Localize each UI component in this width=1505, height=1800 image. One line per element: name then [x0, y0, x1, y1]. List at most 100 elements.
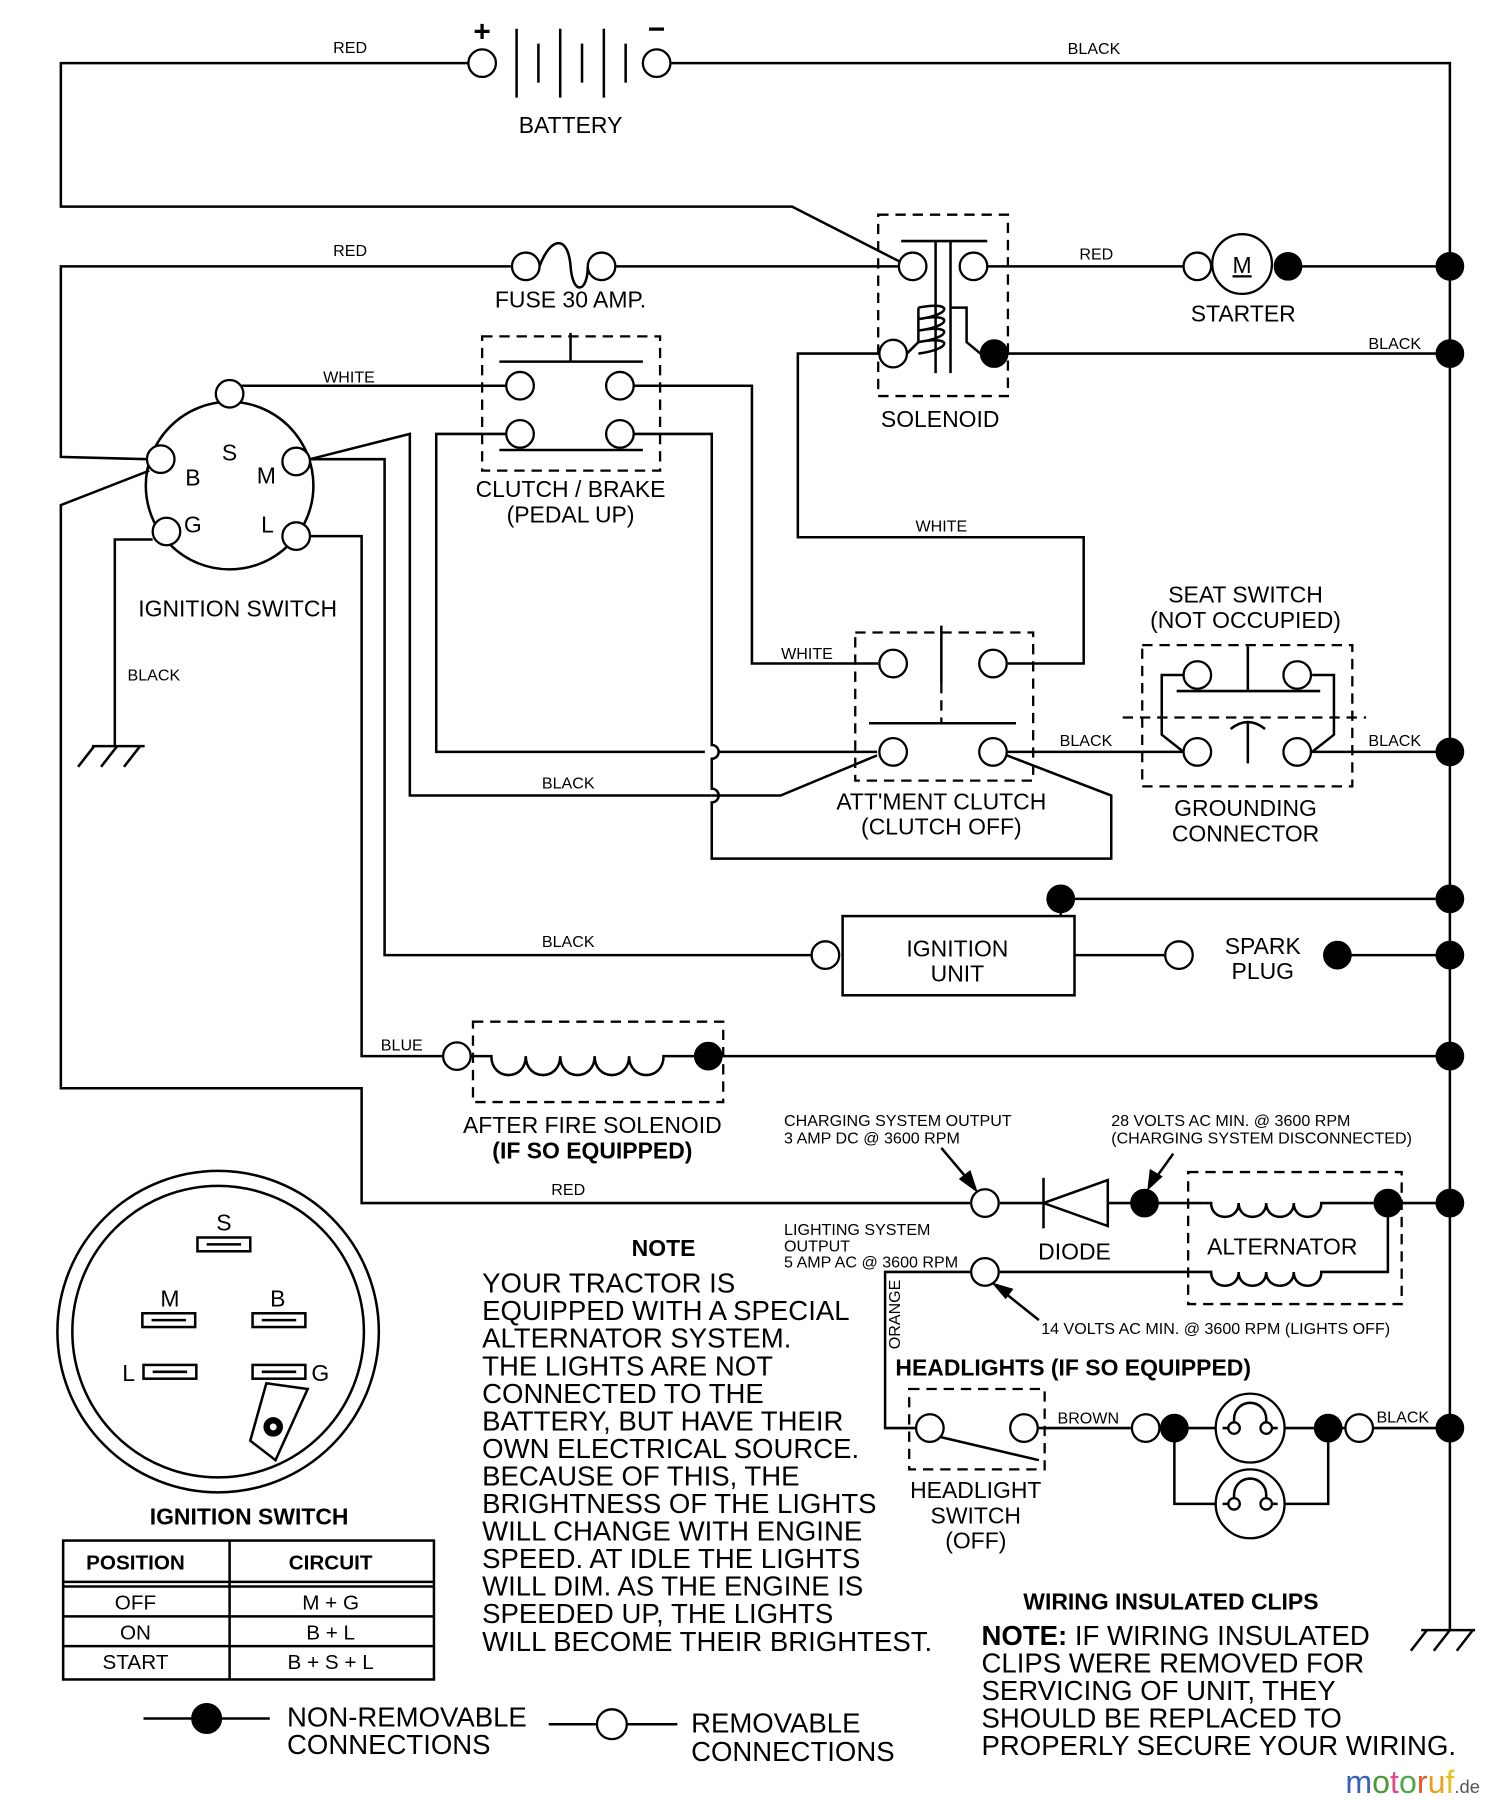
note-title: NOTE: [632, 1235, 696, 1261]
note-line: SPEEDED UP, THE LIGHTS: [482, 1598, 833, 1629]
wire-label-black: BLACK: [1368, 732, 1421, 750]
diode-label: DIODE: [1038, 1238, 1111, 1264]
headlights: HEADLIGHTS (IF SO EQUIPPED) HEADLIGHT SW…: [895, 1354, 1375, 1554]
att-clutch-sublabel: (CLUTCH OFF): [861, 814, 1022, 840]
detail-terminal-l: L: [122, 1360, 135, 1386]
note-line: THE LIGHTS ARE NOT: [482, 1350, 773, 1381]
seat-switch: SEAT SWITCH (NOT OCCUPIED) GROUNDING CON…: [1122, 582, 1367, 846]
table-cell: START: [103, 1651, 169, 1674]
spark-plug: SPARK PLUG: [1164, 933, 1352, 984]
note-line: WILL BECOME THEIR BRIGHTEST.: [482, 1626, 932, 1657]
note-line: ALTERNATOR SYSTEM.: [482, 1323, 791, 1354]
note-line: OWN ELECTRICAL SOURCE.: [482, 1433, 859, 1464]
note-line: CONNECTED TO THE: [482, 1378, 764, 1409]
clutch-brake-switch: CLUTCH / BRAKE (PEDAL UP): [476, 332, 666, 527]
legend: NON-REMOVABLE CONNECTIONS REMOVABLE CONN…: [143, 1702, 895, 1767]
grounding-connector-label: CONNECTOR: [1172, 820, 1319, 846]
ignition-switch-label: IGNITION SWITCH: [138, 595, 337, 621]
ignition-unit: IGNITION UNIT: [810, 884, 1076, 997]
after-fire-label: AFTER FIRE SOLENOID: [463, 1112, 722, 1138]
terminal-g: G: [184, 512, 202, 538]
wire-labels: RED BLACK RED RED BLACK WHITE WHITE WHIT…: [127, 39, 1429, 1428]
detail-terminal-g: G: [311, 1360, 329, 1386]
wire-label-black: BLACK: [1068, 40, 1121, 58]
volts-28-note: (CHARGING SYSTEM DISCONNECTED): [1111, 1129, 1412, 1147]
table-cell: ON: [120, 1621, 151, 1644]
clips-title: WIRING INSULATED CLIPS: [1023, 1588, 1318, 1614]
att-clutch-label: ATT'MENT CLUTCH: [836, 788, 1046, 814]
wire-label-black: BLACK: [1376, 1408, 1429, 1426]
switch-position-table: POSITION CIRCUIT OFF M + G ON B + L STAR…: [61, 1539, 436, 1681]
volts-14-note: 14 VOLTS AC MIN. @ 3600 RPM (LIGHTS OFF): [1041, 1320, 1390, 1338]
terminal-s: S: [222, 439, 237, 465]
note-line: BRIGHTNESS OF THE LIGHTS: [482, 1488, 876, 1519]
table-cell: B + L: [306, 1621, 355, 1644]
battery-plus-icon: +: [473, 15, 490, 48]
wire-label-white: WHITE: [323, 368, 375, 386]
attachment-clutch-switch: ATT'MENT CLUTCH (CLUTCH OFF): [836, 625, 1046, 840]
spark-plug-label: PLUG: [1232, 958, 1294, 984]
note-line: WILL CHANGE WITH ENGINE: [482, 1516, 862, 1547]
lighting-output-note: OUTPUT: [784, 1237, 850, 1255]
after-fire-solenoid: AFTER FIRE SOLENOID (IF SO EQUIPPED): [441, 1020, 725, 1163]
starter: M STARTER: [1182, 233, 1303, 326]
ground-icon: [77, 744, 145, 768]
legend-label: REMOVABLE: [691, 1707, 860, 1738]
wiring-clips-note: WIRING INSULATED CLIPS NOTE: IF WIRING I…: [982, 1588, 1457, 1761]
headlight-bulb-icon: [1214, 1392, 1286, 1464]
wire-label-orange: ORANGE: [886, 1279, 904, 1349]
detail-terminal-b: B: [270, 1285, 285, 1311]
wire-label-black: BLACK: [127, 667, 180, 685]
motoruf-watermark-logo: motoruf.de: [1345, 1764, 1480, 1800]
headlight-switch-label: (OFF): [945, 1528, 1006, 1554]
clips-line: PROPERLY SECURE YOUR WIRING.: [982, 1730, 1457, 1761]
seat-switch-sublabel: (NOT OCCUPIED): [1150, 607, 1341, 633]
lighting-output-note: 5 AMP AC @ 3600 RPM: [784, 1253, 958, 1271]
note-line: YOUR TRACTOR IS: [482, 1268, 735, 1299]
ground-bus-connections: [1435, 251, 1465, 1443]
after-fire-sublabel: (IF SO EQUIPPED): [492, 1137, 692, 1163]
terminal-m: M: [257, 462, 276, 488]
wire-label-blue: BLUE: [381, 1036, 423, 1054]
clips-line: NOTE: IF WIRING INSULATED: [982, 1620, 1370, 1651]
note-line: WILL DIM. AS THE ENGINE IS: [482, 1571, 863, 1602]
legend-label: NON-REMOVABLE: [287, 1702, 527, 1733]
detail-terminal-s: S: [216, 1210, 231, 1236]
starter-label: STARTER: [1191, 300, 1296, 326]
table-header: POSITION: [86, 1551, 185, 1574]
clutch-brake-label: CLUTCH / BRAKE: [476, 476, 666, 502]
removable-connection-icon: [595, 1708, 628, 1741]
solenoid: SOLENOID: [877, 213, 1010, 432]
wire-label-black: BLACK: [542, 775, 595, 793]
table-cell: M + G: [302, 1591, 359, 1614]
clips-line: SHOULD BE REPLACED TO: [982, 1703, 1342, 1734]
note-line: BATTERY, BUT HAVE THEIR: [482, 1405, 843, 1436]
starter-motor-icon: M: [1233, 252, 1252, 278]
clutch-brake-sublabel: (PEDAL UP): [507, 501, 635, 527]
wire-label-white: WHITE: [915, 518, 967, 536]
wire-label-black: BLACK: [1060, 732, 1113, 750]
alternator-label: ALTERNATOR: [1207, 1234, 1357, 1260]
seat-switch-label: SEAT SWITCH: [1168, 582, 1323, 608]
charging-output-note: CHARGING SYSTEM OUTPUT: [784, 1112, 1012, 1130]
table-cell: OFF: [115, 1591, 156, 1614]
note-line: SPEED. AT IDLE THE LIGHTS: [482, 1543, 860, 1574]
table-cell: B + S + L: [288, 1651, 374, 1674]
solenoid-label: SOLENOID: [881, 406, 1000, 432]
ignition-unit-label: IGNITION: [906, 935, 1008, 961]
legend-label: CONNECTIONS: [691, 1736, 895, 1767]
switch-table-title: IGNITION SWITCH: [150, 1503, 349, 1529]
battery-minus-icon: −: [648, 13, 665, 46]
terminal-b: B: [185, 465, 200, 491]
wire-label-red: RED: [551, 1181, 585, 1199]
ignition-switch: S B M G L IGNITION SWITCH: [138, 378, 337, 621]
clips-line: CLIPS WERE REMOVED FOR: [982, 1648, 1365, 1679]
ground-icon: [1409, 1628, 1476, 1652]
volts-28-note: 28 VOLTS AC MIN. @ 3600 RPM: [1111, 1112, 1350, 1130]
wire-label-red: RED: [333, 242, 367, 260]
clips-line: SERVICING OF UNIT, THEY: [982, 1675, 1336, 1706]
battery-label: BATTERY: [519, 112, 623, 138]
wire-label-black: BLACK: [542, 933, 595, 951]
headlight-switch-label: HEADLIGHT: [910, 1477, 1041, 1503]
